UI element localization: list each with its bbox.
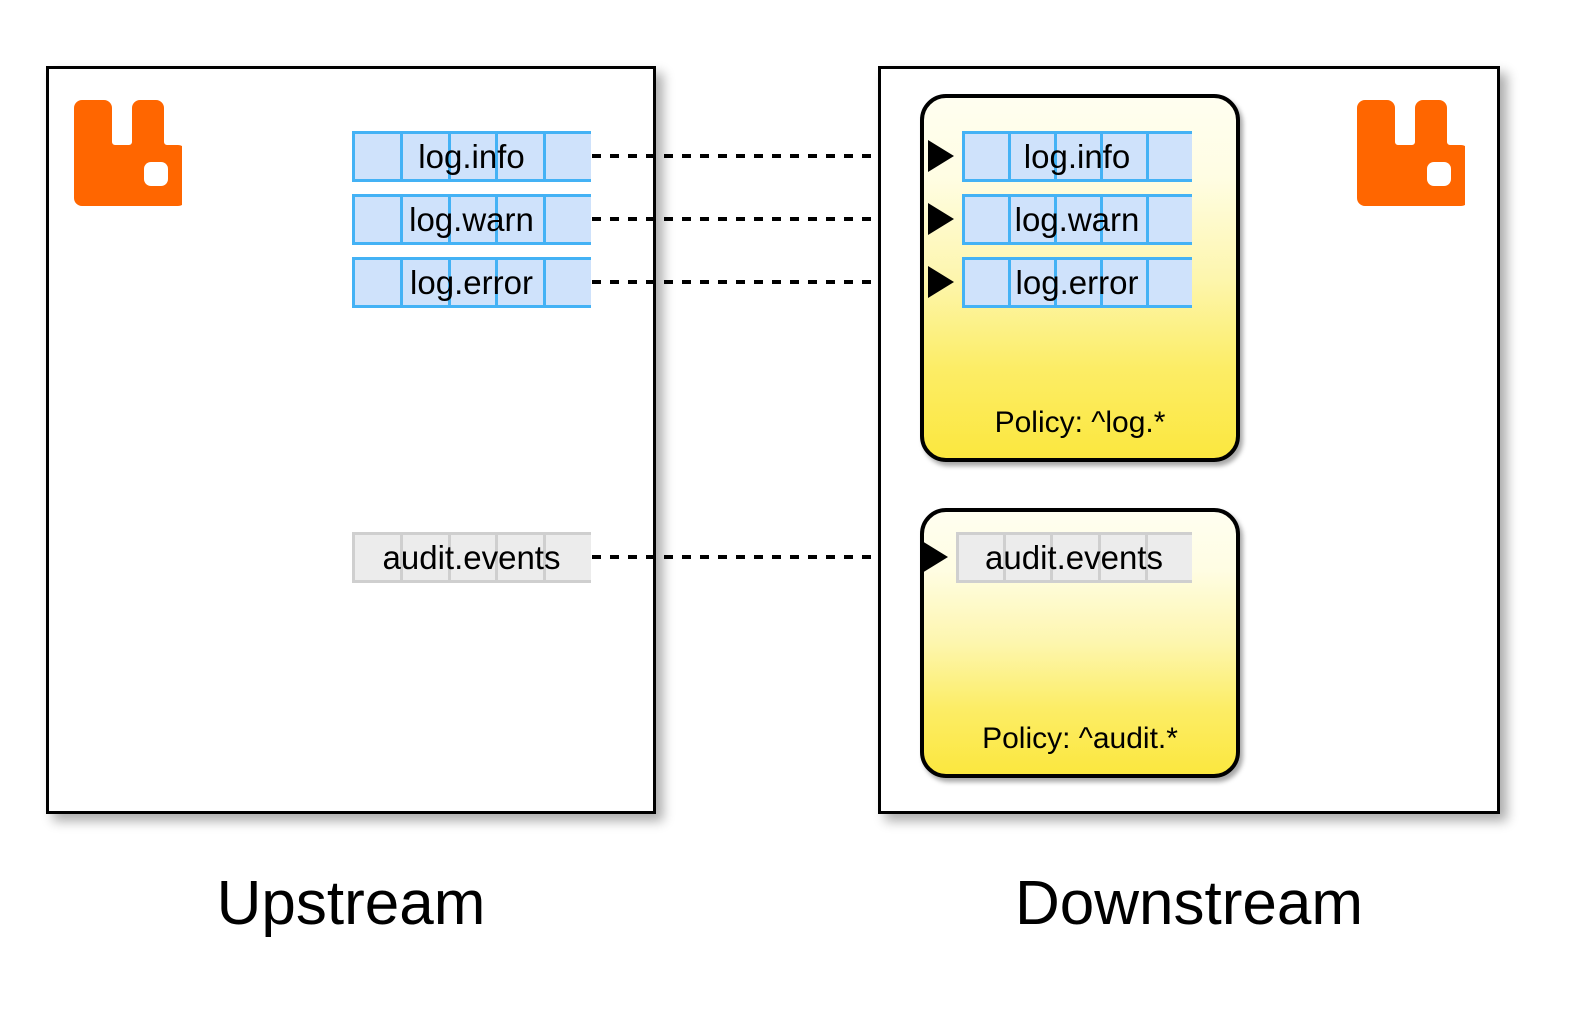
arrowhead-icon xyxy=(928,140,954,172)
upstream-queue-log-error[interactable]: log.error xyxy=(352,257,591,308)
policy-label: Policy: ^audit.* xyxy=(982,722,1178,755)
rabbitmq-logo-icon xyxy=(74,96,182,206)
queue-cell xyxy=(399,257,448,308)
queue-cell xyxy=(1100,194,1146,245)
queue-cell xyxy=(399,194,448,245)
queue-cell xyxy=(495,532,544,583)
upstream-queue-log-warn[interactable]: log.warn xyxy=(352,194,591,245)
queue-cell xyxy=(962,131,1008,182)
queue-cell xyxy=(543,131,591,182)
queue-cell xyxy=(1097,532,1145,583)
downstream-queue-log-info[interactable]: log.info xyxy=(962,131,1192,182)
queue-cell xyxy=(352,532,400,583)
queue-cell xyxy=(352,131,400,182)
connector-log-warn xyxy=(592,217,926,221)
policy-label: Policy: ^log.* xyxy=(994,406,1166,439)
queue-cell xyxy=(1100,257,1146,308)
queue-cell xyxy=(1146,131,1192,182)
downstream-queue-log-error[interactable]: log.error xyxy=(962,257,1192,308)
queue-cell xyxy=(1054,194,1100,245)
queue-cell xyxy=(352,257,400,308)
connector-audit-events xyxy=(592,555,920,559)
queue-cell xyxy=(1050,532,1098,583)
arrowhead-icon xyxy=(928,203,954,235)
queue-cell xyxy=(1054,131,1100,182)
arrowhead-icon xyxy=(922,541,948,573)
queue-cell xyxy=(447,257,496,308)
downstream-queue-audit-events[interactable]: audit.events xyxy=(956,532,1193,583)
queue-cell xyxy=(447,131,496,182)
queue-cell xyxy=(399,532,448,583)
connector-log-info xyxy=(592,154,926,158)
arrowhead-icon xyxy=(928,266,954,298)
queue-cell xyxy=(543,194,591,245)
connector-log-error xyxy=(592,280,926,284)
queue-cell xyxy=(962,257,1008,308)
queue-cell xyxy=(447,532,496,583)
queue-cell xyxy=(399,131,448,182)
upstream-queue-audit-events[interactable]: audit.events xyxy=(352,532,591,583)
queue-cell xyxy=(1008,194,1054,245)
rabbitmq-logo-icon xyxy=(1357,96,1465,206)
downstream-queue-log-warn[interactable]: log.warn xyxy=(962,194,1192,245)
downstream-caption: Downstream xyxy=(1015,869,1363,938)
upstream-caption: Upstream xyxy=(216,869,486,938)
queue-cell xyxy=(1144,532,1193,583)
queue-cell xyxy=(1054,257,1100,308)
queue-cell xyxy=(495,257,544,308)
queue-cell xyxy=(495,194,544,245)
queue-cell xyxy=(1146,257,1192,308)
queue-cell xyxy=(543,532,591,583)
queue-cell xyxy=(1008,257,1054,308)
queue-cell xyxy=(352,194,400,245)
queue-cell xyxy=(1008,131,1054,182)
queue-cell xyxy=(495,131,544,182)
queue-cell xyxy=(447,194,496,245)
upstream-queue-log-info[interactable]: log.info xyxy=(352,131,591,182)
queue-cell xyxy=(1146,194,1192,245)
queue-cell xyxy=(1100,131,1146,182)
queue-cell xyxy=(543,257,591,308)
queue-cell xyxy=(1003,532,1051,583)
queue-cell xyxy=(962,194,1008,245)
queue-cell xyxy=(956,532,1004,583)
